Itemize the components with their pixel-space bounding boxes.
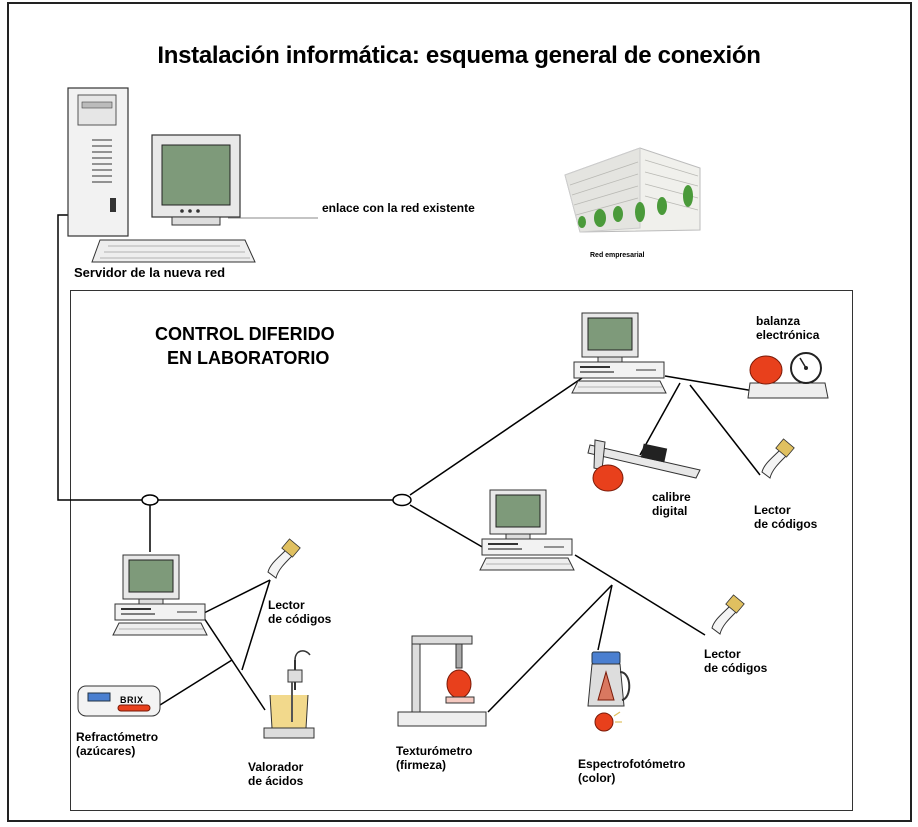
- left-pc-to-lector-cable: [241, 579, 271, 671]
- lector-top-label: Lector de códigos: [754, 503, 817, 531]
- calibre-label-line2: digital: [652, 504, 688, 518]
- espectro-label-line1: Espectrofotómetro: [578, 757, 686, 771]
- balanza-label-line2: electrónica: [756, 328, 820, 342]
- balanza-label: balanza electrónica: [756, 314, 819, 342]
- enterprise-network-label: Red empresarial: [590, 252, 645, 259]
- valorador-label-line1: Valorador: [248, 760, 304, 774]
- lector-top-label-line1: Lector: [754, 503, 791, 517]
- calibre-label-line1: calibre: [652, 490, 691, 504]
- lector-right-label: Lector de códigos: [704, 647, 767, 675]
- texturometro-label-line2: (firmeza): [396, 758, 447, 772]
- laboratory-title-line1: CONTROL DIFERIDO: [155, 324, 335, 344]
- server-computer: [67, 87, 256, 263]
- electronic-scale-icon: [747, 352, 829, 399]
- node2-to-middle-pc: [409, 504, 485, 549]
- lector-left-label-line1: Lector: [268, 598, 305, 612]
- left-pc-to-lector: [199, 579, 271, 616]
- spectrophotometer-icon: [587, 651, 631, 732]
- backbone-line: [57, 214, 394, 501]
- refractometer-icon: [77, 685, 161, 717]
- lector-left-label-line2: de códigos: [268, 612, 332, 626]
- server-label: Servidor de la nueva red: [74, 265, 226, 280]
- texturometro-label-line1: Texturómetro: [396, 744, 473, 758]
- refractometer-display: BRIX: [120, 695, 144, 705]
- laboratory-box: [70, 290, 853, 811]
- top-pc-to-calibre: [639, 382, 681, 456]
- hub-to-texturometro: [487, 584, 613, 713]
- barcode-scanner-right-icon: [711, 594, 745, 635]
- left-computer: [112, 554, 208, 636]
- acid-titrator-icon: [263, 650, 315, 739]
- texture-analyzer-icon: [397, 635, 487, 727]
- texturometro-label: Texturómetro (firmeza): [396, 744, 472, 772]
- middle-computer: [479, 489, 575, 571]
- laboratory-title: CONTROL DIFERIDO EN LABORATORIO: [155, 322, 335, 370]
- lector-right-label-line2: de códigos: [704, 661, 768, 675]
- page-title: Instalación informática: esquema general…: [157, 42, 761, 69]
- diagram-frame: [7, 2, 912, 822]
- existing-network-link-label: enlace con la red existente: [322, 201, 475, 215]
- top-pc-to-balanza: [664, 375, 761, 393]
- middle-pc-to-lector: [574, 554, 706, 636]
- top-pc-to-lector: [689, 384, 761, 476]
- lector-left-label: Lector de códigos: [266, 598, 331, 626]
- valorador-label-line2: de ácidos: [248, 774, 304, 788]
- lector-right-label-line1: Lector: [704, 647, 741, 661]
- enterprise-building: [564, 147, 701, 233]
- left-pc-to-refractometro: [159, 659, 233, 706]
- network-node-2: [392, 493, 412, 507]
- top-right-computer: [571, 312, 667, 394]
- balanza-label-line1: balanza: [756, 314, 801, 328]
- lector-top-label-line2: de códigos: [754, 517, 818, 531]
- barcode-scanner-top-icon: [761, 438, 795, 479]
- refractometro-label-line1: Refractómetro: [76, 730, 159, 744]
- laboratory-title-line2: EN LABORATORIO: [167, 348, 330, 368]
- network-lines: [57, 214, 761, 713]
- left-pc-to-valorador: [201, 614, 266, 711]
- hub-to-espectro: [597, 584, 613, 651]
- refractometro-label-line2: (azúcares): [76, 744, 136, 758]
- valorador-label: Valorador de ácidos: [248, 760, 303, 788]
- espectro-label-line2: (color): [578, 771, 616, 785]
- barcode-scanner-left-icon: [267, 538, 301, 579]
- refractometro-label: Refractómetro (azúcares): [76, 730, 158, 758]
- espectro-label: Espectrofotómetro (color): [578, 757, 685, 785]
- digital-caliper-icon: [587, 439, 701, 492]
- calibre-label: calibre digital: [652, 490, 691, 518]
- node2-to-top-pc: [409, 377, 583, 496]
- network-node-1: [141, 494, 159, 506]
